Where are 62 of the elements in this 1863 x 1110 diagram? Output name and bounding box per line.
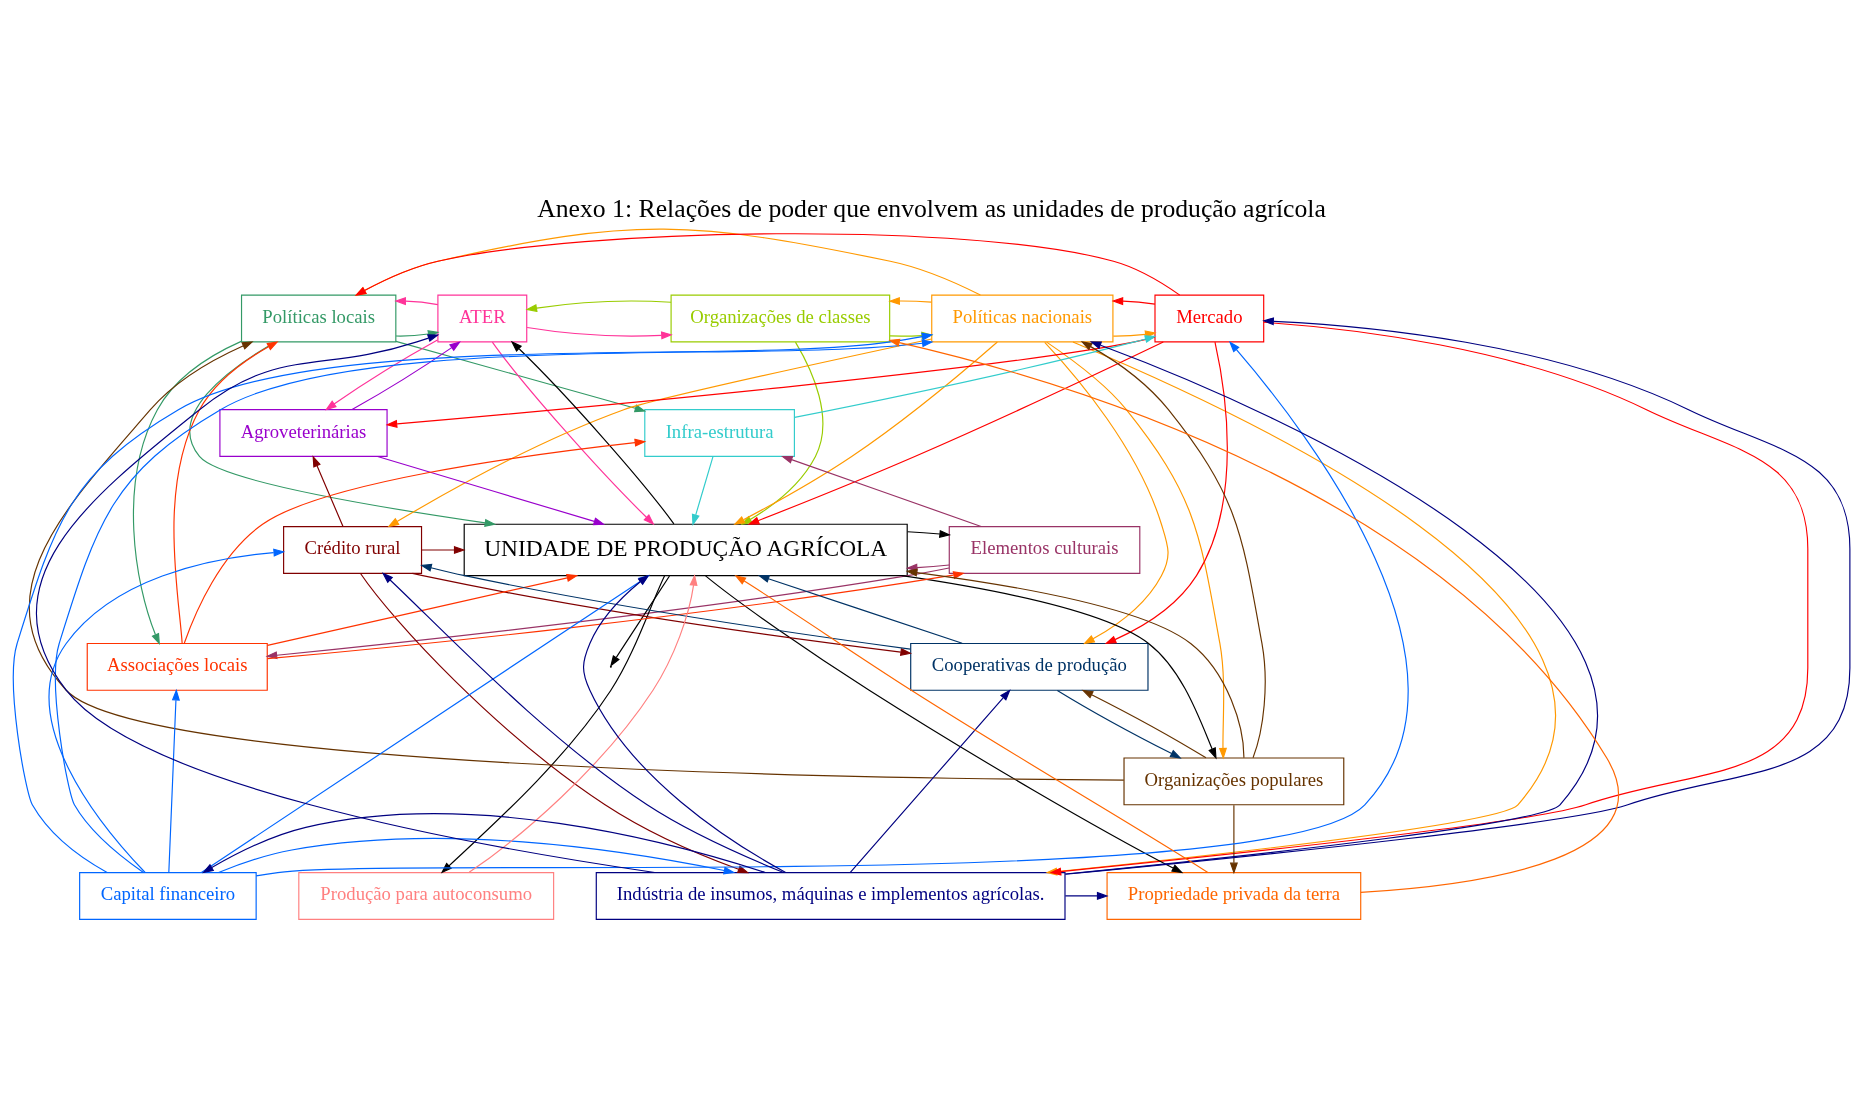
arrow — [691, 455, 714, 526]
arrow — [780, 455, 982, 527]
arrow — [385, 336, 1156, 428]
node-box: Mercado — [1154, 294, 1265, 342]
arrow — [420, 545, 466, 554]
node-box: ATER — [437, 294, 528, 342]
arrow — [377, 455, 606, 525]
arrow — [168, 688, 180, 873]
arrow — [757, 574, 963, 644]
arrow — [395, 340, 647, 412]
arrow — [1229, 804, 1238, 874]
arrow — [48, 548, 286, 873]
arrow — [266, 573, 579, 646]
node-box: Políticas locais — [240, 294, 397, 342]
arrow — [132, 340, 242, 645]
node-box: Agroveterinárias — [219, 408, 388, 457]
arrow — [1046, 341, 1228, 760]
node-box: Associações locais — [86, 642, 268, 691]
arrow — [420, 563, 911, 650]
arrow — [29, 340, 1125, 781]
arrow — [354, 232, 1181, 296]
node-box: Indústria de insumos, máquinas e implementos agrícolas. — [595, 871, 1066, 920]
node-box: UNIDADE DE PRODUÇÃO AGRÍCOLA — [463, 523, 908, 576]
arrow — [1044, 341, 1169, 644]
arrow — [1111, 296, 1156, 305]
node-box: Elementos culturais — [948, 525, 1141, 574]
arrow — [1080, 340, 1266, 758]
arrow — [1081, 689, 1207, 758]
arrow — [888, 338, 1619, 893]
arrow — [394, 296, 439, 305]
arrow — [906, 529, 952, 538]
arrow — [173, 340, 279, 644]
node-box: Produção para autoconsumo — [298, 871, 555, 920]
node-box: Políticas nacionais — [931, 294, 1114, 342]
arrow — [468, 573, 698, 873]
arrow — [491, 341, 655, 525]
arrow — [510, 340, 675, 524]
arrow — [582, 574, 787, 873]
arrow — [888, 296, 932, 305]
arrow — [312, 454, 344, 527]
arrow — [411, 572, 913, 656]
arrow — [1104, 340, 1228, 644]
arrow — [849, 688, 1011, 873]
arrow — [183, 438, 647, 644]
arrow — [747, 340, 1164, 525]
arrow — [189, 341, 497, 527]
node-box: Infra-estrutura — [644, 408, 795, 457]
arrow — [610, 574, 671, 667]
arrow — [1056, 689, 1182, 759]
node-box: Crédito rural — [283, 525, 423, 574]
arrow — [351, 340, 461, 410]
node-box: Capital financeiro — [79, 871, 257, 920]
node-box: Organizações de classes — [670, 294, 891, 342]
arrow — [525, 299, 672, 312]
arrow — [526, 326, 673, 339]
arrow — [794, 334, 1157, 418]
arrow — [324, 338, 439, 410]
node-box: Propriedade privada da terra — [1106, 871, 1362, 920]
node-box: Cooperativas de produção — [910, 642, 1149, 691]
arrow — [1064, 891, 1109, 900]
node-box: Organizações populares — [1123, 756, 1345, 805]
diagram-title: Anexo 1: Relações de poder que envolvem as unidades de produção agrícola — [537, 193, 1326, 223]
